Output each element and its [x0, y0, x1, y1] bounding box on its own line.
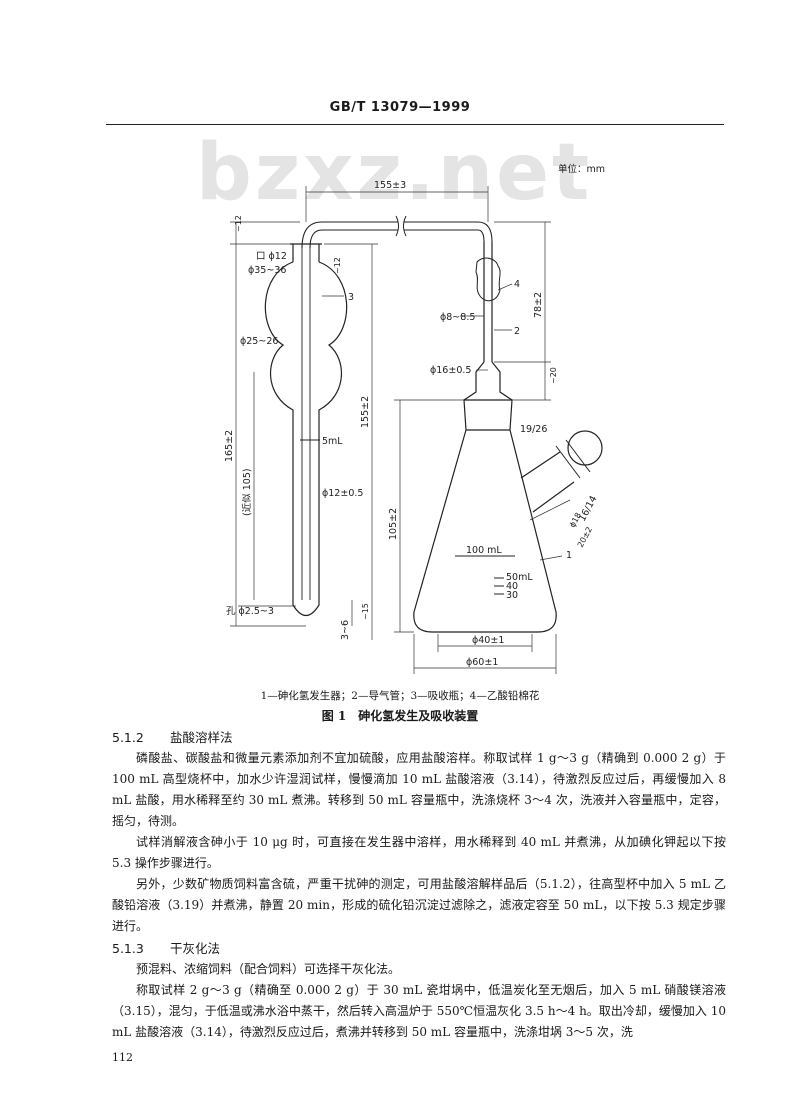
paragraph: 预混料、浓缩饲料（配合饲料）可选择干灰化法。	[136, 962, 401, 976]
lead-acetate-cotton	[475, 257, 501, 302]
dim-hole: 孔 ϕ2.5~3	[226, 606, 274, 617]
inner-tube	[301, 248, 311, 600]
page-number: 112	[112, 1051, 133, 1064]
absorber-body	[264, 261, 348, 617]
svg-text:1: 1	[566, 550, 572, 561]
generator-flask	[413, 429, 557, 633]
figure-caption: 图 1 砷化氢发生及吸收装置	[321, 709, 479, 723]
dim-bulb2: ϕ25~26	[240, 336, 278, 347]
svg-text:ϕ8~8.5: ϕ8~8.5	[440, 312, 475, 323]
dim-mouth: 口 ϕ12	[256, 251, 287, 262]
side-arm	[520, 451, 575, 513]
svg-text:4: 4	[514, 279, 520, 290]
apparatus-drawing: 单位：mm 155±3 ~12 口 ϕ12 ϕ35~36 ~12 3 ϕ25~2…	[224, 163, 605, 674]
standard-code: GB/T 13079—1999	[329, 100, 471, 115]
svg-text:ϕ60±1: ϕ60±1	[466, 657, 498, 668]
svg-text:50mL: 50mL	[506, 572, 533, 583]
paragraph: 称取试样 2 g～3 g（精确至 0.000 2 g）于 30 mL 瓷坩埚中，…	[112, 983, 726, 1039]
delivery-tube-right	[483, 242, 493, 362]
page-header: GB/T 13079—1999	[0, 100, 800, 115]
svg-text:ϕ40±1: ϕ40±1	[472, 635, 504, 646]
dim-bulb1: ϕ35~36	[248, 265, 286, 276]
svg-text:ϕ16±0.5: ϕ16±0.5	[430, 365, 471, 376]
svg-text:3: 3	[348, 292, 354, 303]
figure-legend: 1—砷化氢发生器；2—导气管；3—吸收瓶；4—乙酸铅棉花	[260, 690, 540, 702]
svg-text:165±2: 165±2	[224, 430, 235, 462]
svg-text:ϕ12±0.5: ϕ12±0.5	[322, 488, 363, 499]
header-rule	[106, 124, 724, 125]
ground-stopper	[463, 399, 513, 431]
svg-text:~20: ~20	[549, 367, 558, 384]
paragraph: 试样消解液含砷小于 10 μg 时，可直接在发生器中溶样，用水稀释到 40 mL…	[112, 835, 726, 870]
svg-text:40: 40	[506, 581, 518, 592]
apparatus-figure: 单位：mm 155±3 ~12 口 ϕ12 ϕ35~36 ~12 3 ϕ25~2…	[224, 163, 605, 674]
svg-text:20±2: 20±2	[576, 525, 594, 549]
delivery-tube-top	[301, 221, 493, 249]
svg-text:78±2: 78±2	[533, 292, 544, 318]
svg-text:19/26: 19/26	[520, 424, 547, 435]
side-stopper-ball	[567, 430, 603, 466]
paragraph: 磷酸盐、碳酸盐和微量元素添加剂不宜加硫酸，应用盐酸溶样。称取试样 1 g～3 g…	[112, 751, 726, 828]
svg-text:105±2: 105±2	[388, 508, 399, 540]
svg-text:(近似 105): (近似 105)	[241, 468, 253, 516]
absorber-mouth	[290, 243, 322, 262]
svg-text:~12: ~12	[333, 257, 342, 274]
svg-text:3~6: 3~6	[340, 620, 351, 640]
svg-text:2: 2	[514, 326, 520, 337]
tube-widening	[463, 361, 513, 401]
svg-text:30: 30	[506, 590, 518, 601]
svg-text:100 mL: 100 mL	[466, 545, 502, 556]
dim-top-width: 155±3	[374, 180, 406, 191]
svg-text:5mL: 5mL	[322, 436, 343, 447]
svg-text:~15: ~15	[361, 603, 370, 620]
watermark: bzxz.net	[196, 128, 593, 218]
svg-text:~12: ~12	[234, 215, 243, 232]
unit-label: 单位：mm	[558, 163, 605, 175]
paragraph: 另外，少数矿物质饲料富含硫，严重干扰砷的测定，可用盐酸溶解样品后（5.1.2），…	[112, 877, 726, 933]
svg-text:155±2: 155±2	[360, 396, 371, 428]
